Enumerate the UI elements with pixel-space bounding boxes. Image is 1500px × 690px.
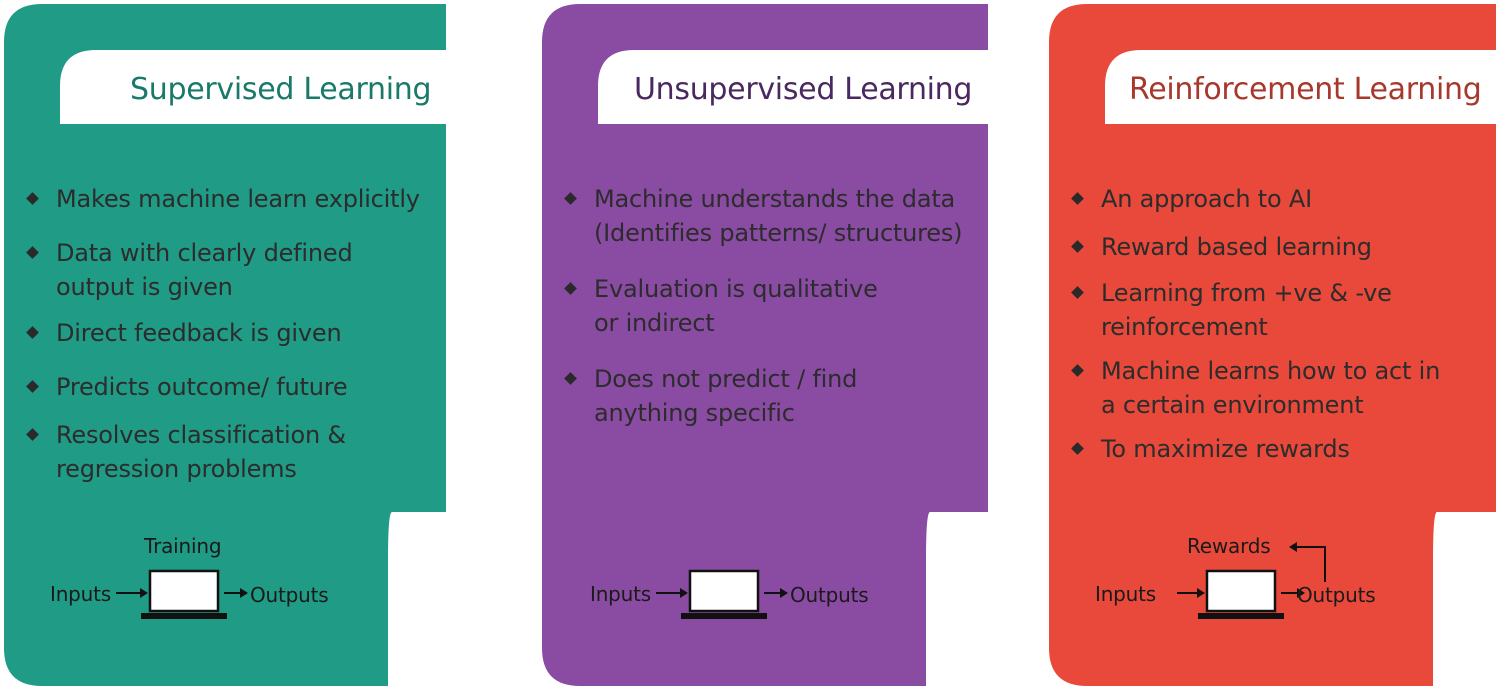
diamond-bullet-icon: [26, 428, 39, 441]
bullet-item: To maximize rewards: [1069, 432, 1461, 466]
diamond-bullet-icon: [26, 192, 39, 205]
reinforcement-learning-card: Reinforcement Learning An approach to AI…: [1045, 0, 1500, 690]
outputs-label: Outputs: [250, 583, 329, 607]
bullet-item: Predicts outcome/ future: [24, 370, 420, 404]
flow-arrows: [656, 588, 788, 598]
laptop-icon: [1198, 569, 1284, 619]
bullet-text: Evaluation is qualitative or indirect: [594, 275, 878, 337]
reinforcement-flow-diagram: Rewards Inputs Outputs: [1085, 530, 1485, 640]
bullet-text: Resolves classification & regression pro…: [56, 421, 346, 483]
supervised-card-shape: [4, 4, 446, 686]
bullet-item: Does not predict / find anything specifi…: [562, 362, 894, 430]
laptop-icon: [141, 569, 227, 619]
diamond-bullet-icon: [564, 372, 577, 385]
unsupervised-card-shape: [542, 4, 988, 686]
bullet-item: An approach to AI: [1069, 182, 1461, 216]
diamond-bullet-icon: [1071, 240, 1084, 253]
bullet-text: Data with clearly defined output is give…: [56, 239, 353, 301]
bullet-item: Machine understands the data (Identifies…: [562, 182, 1002, 250]
bullet-item: Learning from +ve & -ve reinforcement: [1069, 276, 1441, 344]
flow-arrows: [116, 588, 248, 598]
bullet-item: Evaluation is qualitative or indirect: [562, 272, 894, 340]
bullet-text: Learning from +ve & -ve reinforcement: [1101, 279, 1392, 341]
bullet-item: Direct feedback is given: [24, 316, 420, 350]
diamond-bullet-icon: [1071, 286, 1084, 299]
inputs-label: Inputs: [1095, 582, 1157, 606]
bullet-text: Predicts outcome/ future: [56, 373, 348, 401]
outputs-label: Outputs: [790, 583, 869, 607]
bullet-text: Direct feedback is given: [56, 319, 342, 347]
bullet-item: Makes machine learn explicitly: [24, 182, 420, 216]
diamond-bullet-icon: [1071, 442, 1084, 455]
outputs-label: Outputs: [1297, 583, 1376, 607]
bullet-text: An approach to AI: [1101, 185, 1313, 213]
supervised-title: Supervised Learning: [130, 72, 432, 107]
bullet-text: Machine understands the data (Identifies…: [594, 185, 963, 247]
reinforcement-title: Reinforcement Learning: [1129, 72, 1482, 107]
bullet-text: To maximize rewards: [1101, 435, 1350, 463]
bullet-text: Makes machine learn explicitly: [56, 185, 420, 213]
bullet-item: Reward based learning: [1069, 230, 1461, 264]
diamond-bullet-icon: [564, 282, 577, 295]
bullet-text: Machine learns how to act in a certain e…: [1101, 357, 1441, 419]
bullet-item: Data with clearly defined output is give…: [24, 236, 386, 304]
supervised-flow-diagram: Training Inputs Outputs: [40, 530, 440, 640]
bullet-text: Reward based learning: [1101, 233, 1372, 261]
laptop-icon: [681, 569, 767, 619]
rewards-label: Rewards: [1187, 534, 1271, 558]
bullet-text: Does not predict / find anything specifi…: [594, 365, 858, 427]
inputs-label: Inputs: [590, 582, 652, 606]
diamond-bullet-icon: [1071, 364, 1084, 377]
supervised-bullet-list: Makes machine learn explicitly Data with…: [24, 182, 420, 486]
diamond-bullet-icon: [564, 192, 577, 205]
flow-arrows: [1177, 542, 1326, 598]
unsupervised-bullet-list: Machine understands the data (Identifies…: [562, 182, 1002, 430]
inputs-label: Inputs: [50, 582, 112, 606]
training-label: Training: [144, 534, 222, 558]
diamond-bullet-icon: [26, 326, 39, 339]
reinforcement-bullet-list: An approach to AI Reward based learning …: [1069, 182, 1461, 466]
bullet-item: Machine learns how to act in a certain e…: [1069, 354, 1461, 422]
unsupervised-flow-diagram: Inputs Outputs: [578, 530, 978, 640]
bullet-item: Resolves classification & regression pro…: [24, 418, 386, 486]
unsupervised-title: Unsupervised Learning: [634, 72, 973, 107]
reinforcement-card-shape: [1049, 4, 1496, 686]
supervised-learning-card: Supervised Learning Makes machine learn …: [0, 0, 450, 690]
diamond-bullet-icon: [26, 246, 39, 259]
unsupervised-learning-card: Unsupervised Learning Machine understand…: [538, 0, 988, 690]
diamond-bullet-icon: [1071, 192, 1084, 205]
diamond-bullet-icon: [26, 380, 39, 393]
